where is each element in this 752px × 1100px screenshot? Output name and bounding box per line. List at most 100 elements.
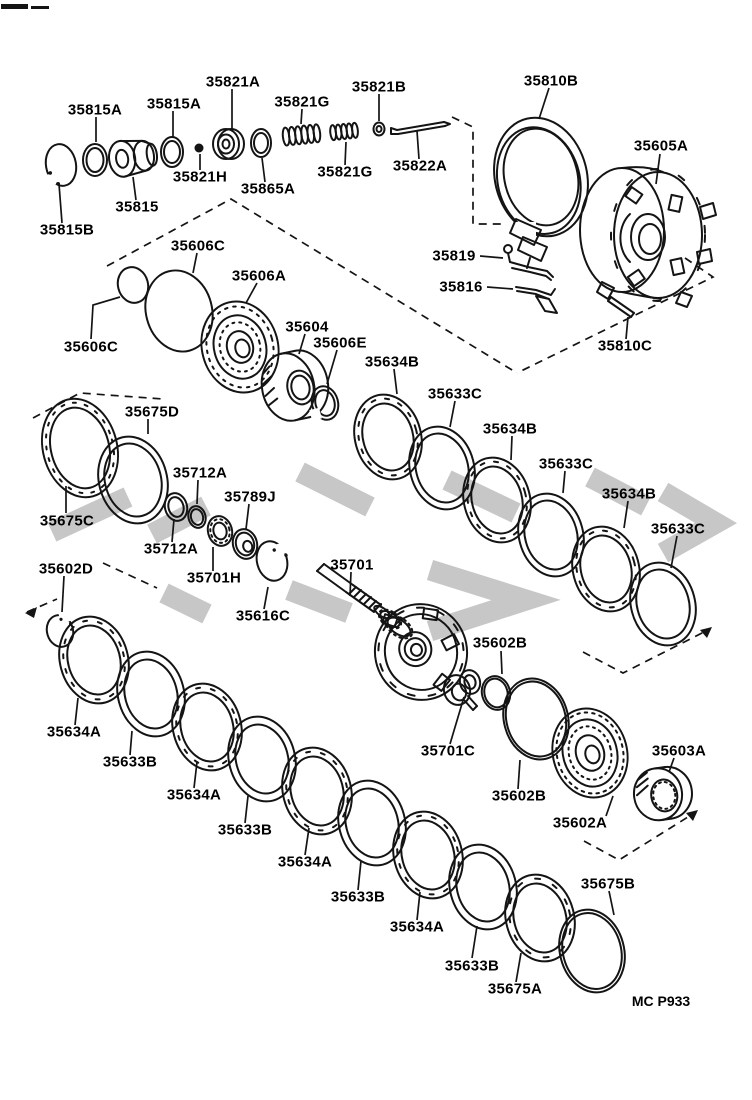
part-35633b-clutch-disc — [116, 650, 186, 738]
part-35865a-ring — [250, 128, 272, 158]
part-35810c-pin — [607, 296, 635, 318]
part-label-35701C: 35701C — [420, 742, 476, 760]
part-label-35815A: 35815A — [146, 95, 202, 113]
part-label-35815B: 35815B — [39, 221, 95, 239]
dashed-guides — [25, 116, 715, 861]
part-label-35821G: 35821G — [274, 93, 330, 111]
part-35606e-snap-ring — [309, 385, 340, 421]
part-label-35675B: 35675B — [580, 875, 636, 893]
part-label-35819: 35819 — [432, 247, 476, 265]
part-label-35602B: 35602B — [472, 634, 528, 652]
part-35633b-clutch-disc — [448, 843, 518, 931]
part-label-35815: 35815 — [115, 198, 159, 216]
part-label-35810C: 35810C — [597, 337, 653, 355]
part-35633b-clutch-disc — [227, 715, 297, 803]
guide-arrowhead — [686, 810, 698, 821]
part-label-35675C: 35675C — [39, 512, 95, 530]
part-label-35606A: 35606A — [231, 267, 287, 285]
part-label-35633B: 35633B — [330, 888, 386, 906]
part-label-35712A: 35712A — [172, 464, 228, 482]
leader-lines — [58, 87, 678, 983]
part-label-35604: 35604 — [285, 318, 329, 336]
part-35821b-washer — [372, 121, 386, 137]
part-35675a-flange — [504, 873, 576, 963]
part-35603a-one-way-clutch — [632, 765, 693, 822]
part-35789j-race — [231, 528, 259, 560]
part-label-35606C: 35606C — [170, 237, 226, 255]
part-35815-piston — [108, 139, 159, 178]
part-35822a-rod — [390, 121, 451, 135]
part-35816-strut — [515, 286, 558, 314]
part-label-35815A: 35815A — [67, 101, 123, 119]
part-35821g-spring — [281, 123, 322, 147]
part-label-35822A: 35822A — [392, 157, 448, 175]
part-35701h-bearing — [206, 515, 234, 547]
part-label-35633C: 35633C — [650, 520, 706, 538]
part-35634a-clutch-plate — [281, 746, 353, 836]
part-label-35821G: 35821G — [317, 163, 373, 181]
part-35821g-spring-2 — [329, 121, 359, 142]
part-35701c-race — [458, 669, 482, 695]
part-35819-strut — [503, 244, 554, 281]
part-label-35634B: 35634B — [482, 420, 538, 438]
part-35634a-clutch-plate — [58, 615, 130, 705]
part-35606c-o-ring-large — [144, 269, 214, 353]
part-label-35634A: 35634A — [389, 918, 445, 936]
part-label-35603A: 35603A — [651, 742, 707, 760]
part-35821h-check-ball — [194, 143, 204, 153]
part-35675d-ring — [97, 435, 169, 525]
part-35634a-clutch-plate — [392, 810, 464, 900]
part-35634b-clutch-plate — [571, 525, 641, 613]
part-label-35633B: 35633B — [217, 821, 273, 839]
part-label-35633C: 35633C — [427, 385, 483, 403]
part-label-35821B: 35821B — [351, 78, 407, 96]
part-35634b-clutch-plate — [353, 393, 423, 481]
guide-arrowhead — [25, 607, 37, 618]
part-label-35633B: 35633B — [444, 957, 500, 975]
part-35634a-clutch-plate — [171, 682, 243, 772]
part-label-35634B: 35634B — [364, 353, 420, 371]
part-label-35606E: 35606E — [313, 334, 367, 352]
part-label-35634B: 35634B — [601, 485, 657, 503]
part-label-35816: 35816 — [439, 278, 483, 296]
part-label-35821A: 35821A — [205, 73, 261, 91]
part-35712a-ring — [187, 505, 207, 529]
page-corner-marks — [1, 4, 49, 9]
part-label-35606C: 35606C — [63, 338, 119, 356]
part-35633c-clutch-disc — [517, 492, 585, 578]
part-35633b-clutch-disc — [337, 779, 407, 867]
part-35675c-flange — [40, 397, 120, 499]
part-label-35634A: 35634A — [46, 723, 102, 741]
part-label-35634A: 35634A — [166, 786, 222, 804]
part-label-35602D: 35602D — [38, 560, 94, 578]
part-label-35701H: 35701H — [186, 569, 242, 587]
part-35602a-clutch-drum — [551, 707, 629, 799]
part-label-35789J: 35789J — [224, 488, 276, 506]
part-35606c-o-ring-small — [116, 266, 150, 304]
part-label-35633B: 35633B — [102, 753, 158, 771]
part-35712a-ring — [163, 492, 189, 522]
part-label-35675A: 35675A — [487, 980, 543, 998]
part-35633c-clutch-disc — [629, 561, 697, 647]
part-label-35616C: 35616C — [235, 607, 291, 625]
part-label-35821H: 35821H — [172, 168, 228, 186]
part-label-35602B: 35602B — [491, 787, 547, 805]
part-label-35712A: 35712A — [143, 540, 199, 558]
part-label-35633C: 35633C — [538, 455, 594, 473]
part-label-35605A: 35605A — [633, 137, 689, 155]
part-35634b-clutch-plate — [462, 456, 532, 544]
part-35675b-ring — [558, 908, 626, 994]
part-35815a-o-ring-2 — [160, 136, 184, 168]
part-35616c-snap-ring — [255, 540, 289, 582]
part-35606a-clutch-hub — [200, 300, 280, 394]
guide-arrowhead — [700, 627, 712, 638]
drawing-code: MC P933 — [631, 993, 691, 1009]
part-label-35810B: 35810B — [523, 72, 579, 90]
part-35701-shaft-assembly — [316, 563, 478, 711]
part-35602b-o-ring-large — [502, 677, 570, 761]
part-35815a-o-ring — [82, 143, 108, 177]
part-label-35701: 35701 — [330, 556, 374, 574]
